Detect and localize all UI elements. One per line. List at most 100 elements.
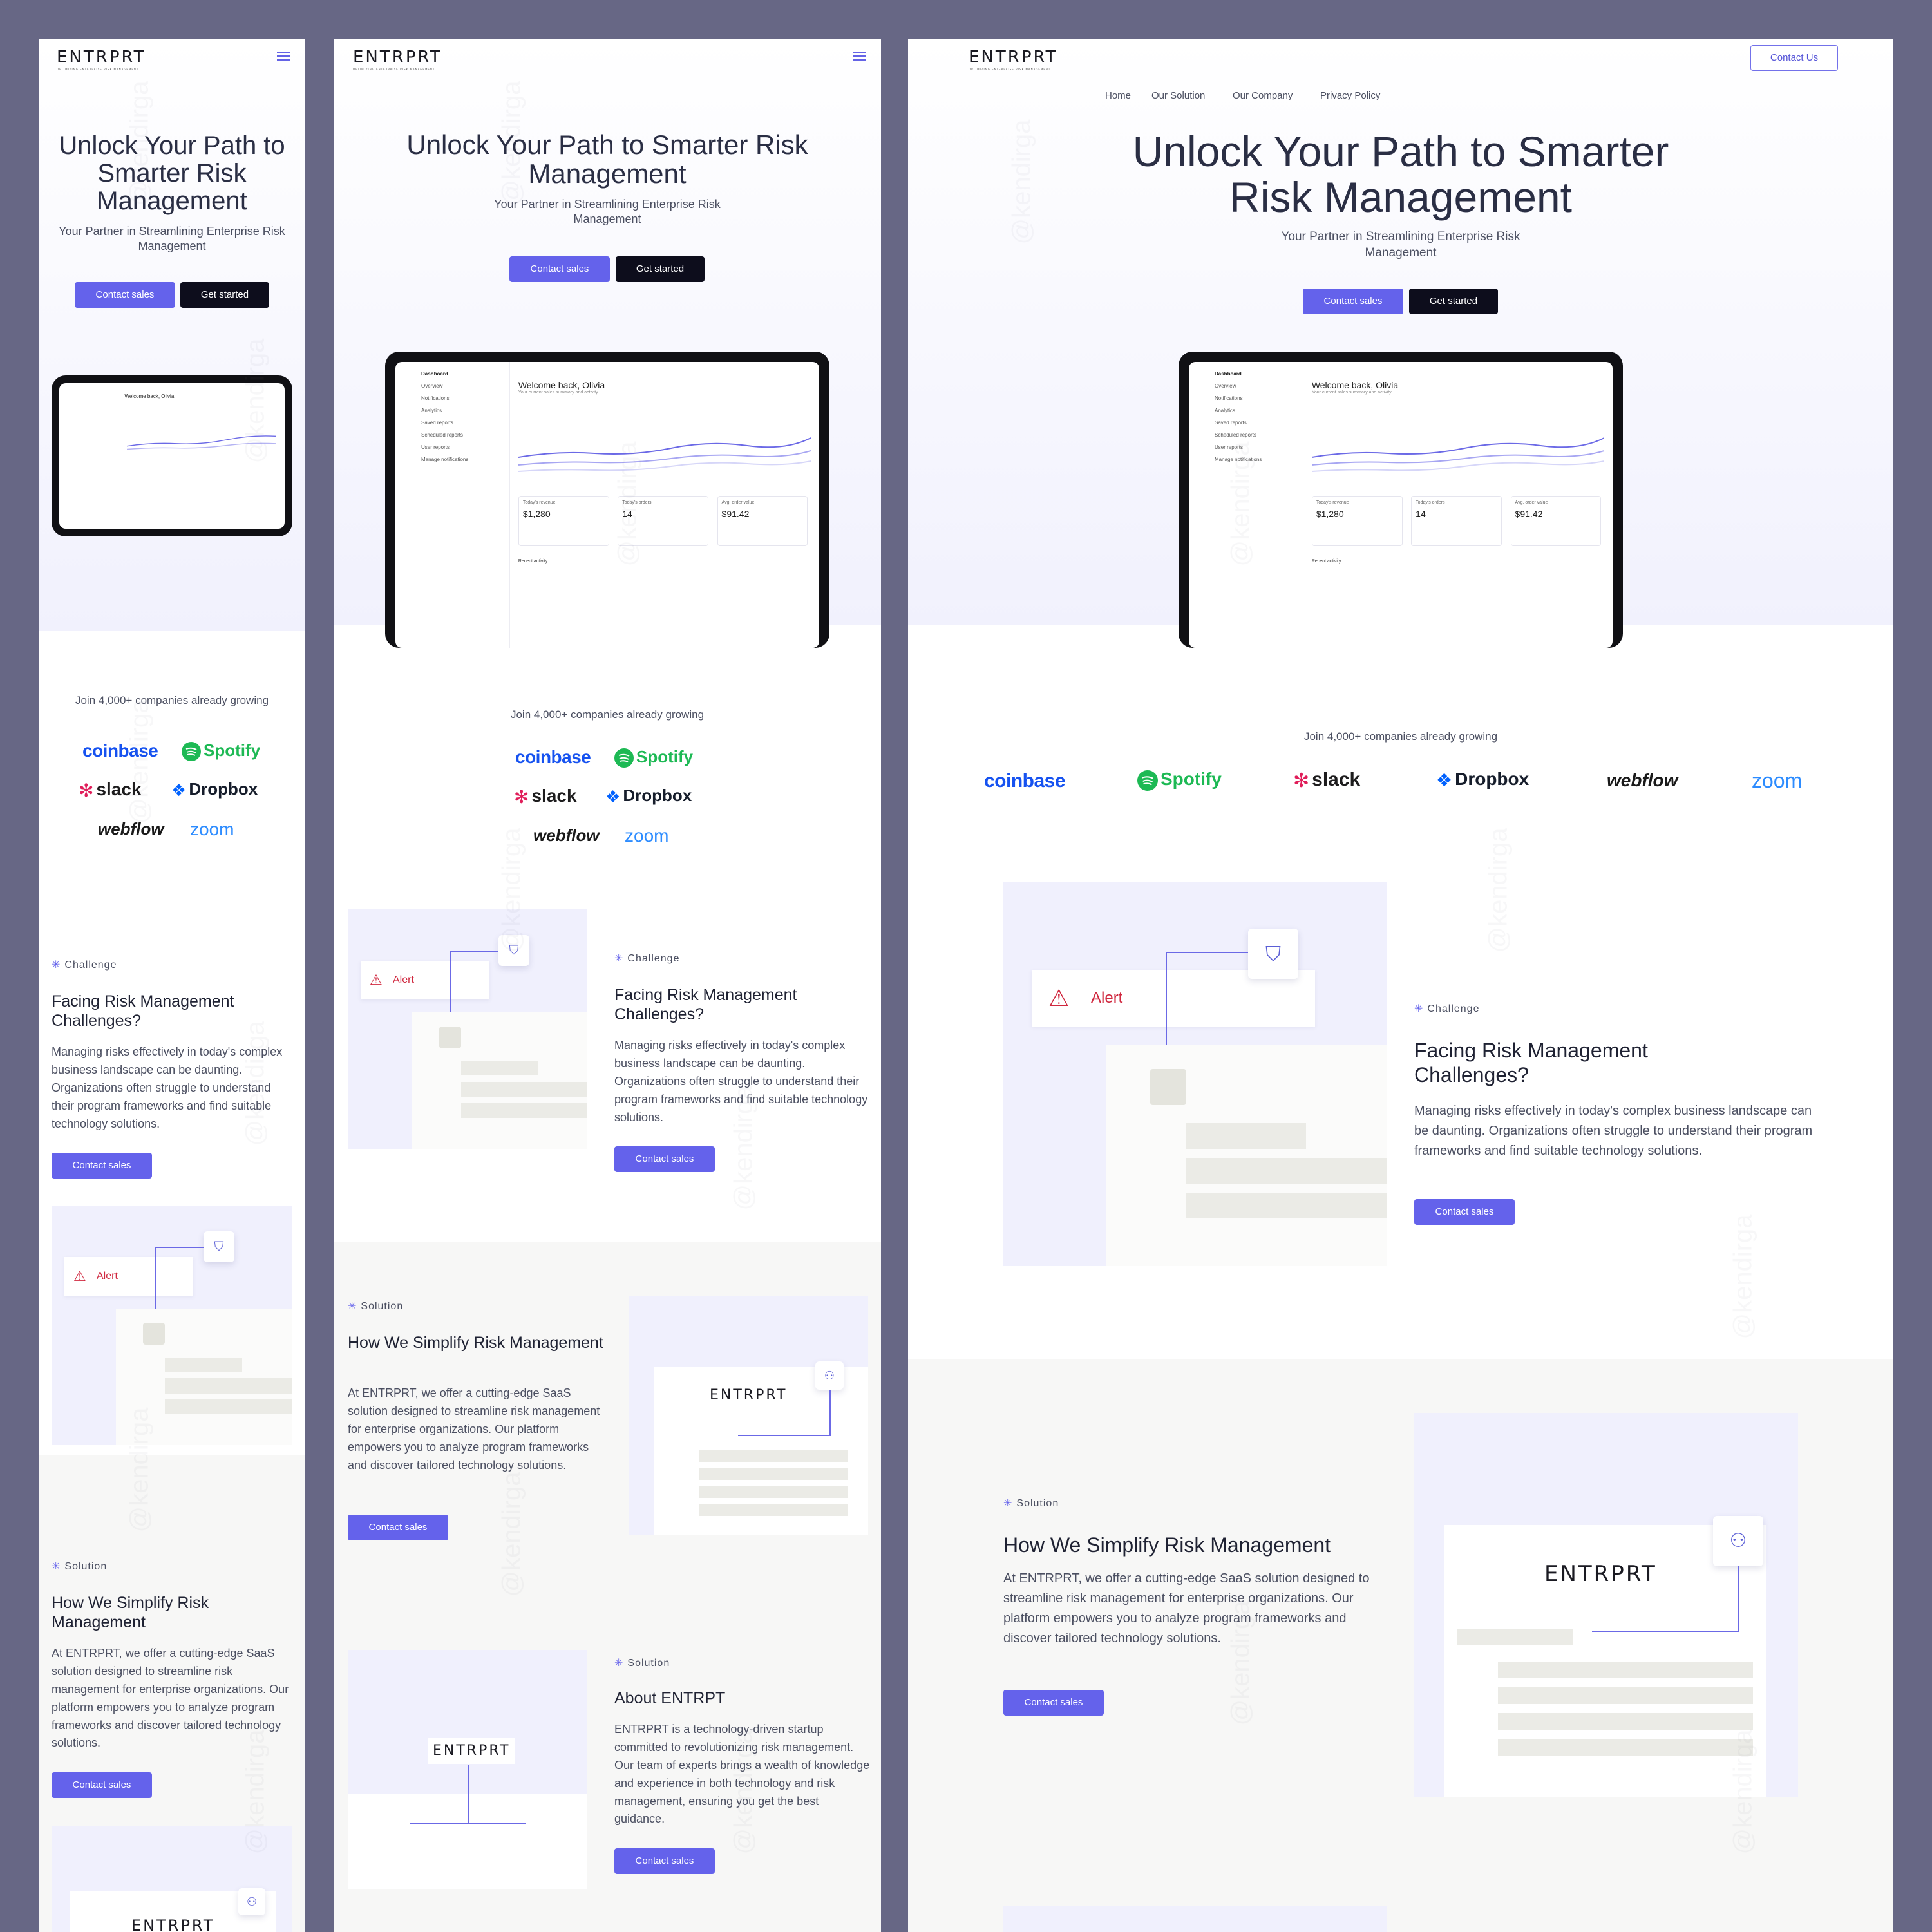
dashboard-preview: Dashboard Overview Notifications Analyti… [385,352,829,648]
solution-tag: ✳Solution [52,1561,108,1572]
alert-card: ⚠Alert [64,1257,193,1296]
contact-sales-button[interactable]: Contact sales [1303,289,1403,314]
watermark-text: @kendirga [1728,1214,1757,1340]
entrprt-card-logo: ENTRPRT [710,1387,788,1403]
hero-title: Unlock Your Path to Smarter Risk Managem… [406,129,808,189]
entrprt-card-logo: ENTRPRT [131,1917,215,1932]
about-contact-button[interactable]: Contact sales [614,1848,715,1874]
solution-illustration: ENTRPRT ⚇ [629,1296,868,1535]
challenge-contact-button[interactable]: Contact sales [52,1153,152,1179]
challenge-contact-button[interactable]: Contact sales [1414,1199,1515,1225]
challenge-contact-button[interactable]: Contact sales [614,1146,715,1172]
line-chart [127,435,276,450]
dropbox-logo: ❖Dropbox [171,779,258,800]
entrprt-card-logo: ENTRPRT [428,1738,516,1764]
slack-logo: ✻slack [514,786,577,808]
watermark-text: @kendirga [1484,828,1513,953]
nav-company[interactable]: Our Company [1233,90,1293,101]
logos-title: Join 4,000+ companies already growing [75,694,269,706]
challenge-title: Facing Risk Management Challenges? [1414,1039,1648,1087]
menu-icon[interactable] [277,52,290,61]
watermark-text: @kendirga [125,699,154,824]
network-icon: ⚇ [815,1361,844,1390]
kpi-revenue: Today's revenue$1,280 [518,496,609,546]
coinbase-logo: coinbase [515,747,591,767]
dashboard-sidebar: Dashboard Overview Notifications Analyti… [1189,362,1303,648]
challenge-body: Managing risks effectively in today's co… [1414,1104,1813,1158]
webflow-logo: webflow [98,819,164,838]
watermark-text: @kendirga [1226,441,1255,567]
dashboard-preview: Dashboard Overview Notifications Analyti… [1179,352,1623,648]
dropbox-logo: ❖Dropbox [605,786,692,806]
spotify-logo: Spotify [1137,769,1222,791]
contact-sales-button[interactable]: Contact sales [509,256,610,282]
kpi-revenue: Today's revenue$1,280 [1311,496,1403,546]
challenge-tag: ✳Challenge [52,960,117,971]
challenge-title: Facing Risk Management Challenges? [52,992,234,1030]
logos-title: Join 4,000+ companies already growing [1303,730,1498,743]
kpi-avg-order: Avg. order value$91.42 [1510,496,1602,546]
about-body: ENTRPRT is a technology-driven startup c… [614,1723,870,1826]
contact-us-button[interactable]: Contact Us [1750,45,1838,71]
entrprt-card-logo: ENTRPRT [1544,1561,1657,1587]
challenge-tag: ✳Challenge [1414,1003,1480,1014]
kpi-avg-order: Avg. order value$91.42 [717,496,808,546]
solution-title: How We Simplify Risk Management [1003,1533,1331,1557]
warning-icon: ⚠ [1048,985,1070,1011]
about-illustration: ENTRPRT [348,1650,587,1889]
nav-privacy[interactable]: Privacy Policy [1320,90,1381,101]
watermark-text: @kendirga [241,1729,270,1855]
network-icon: ⚇ [238,1888,265,1915]
contact-sales-button[interactable]: Contact sales [75,282,175,308]
watermark-text: @kendirga [241,1021,270,1146]
watermark-text: @kendirga [1728,1729,1757,1855]
watermark-text: @kendirga [1226,1600,1255,1726]
shield-icon: ⛉ [498,935,529,966]
solution-illustration: ENTRPRT ⚇ [52,1826,292,1932]
alert-card: ⚠Alert [361,961,489,999]
dashboard-sidebar: Dashboard Overview Notifications Analyti… [395,362,510,648]
zoom-logo: zoom [1752,769,1803,792]
get-started-button[interactable]: Get started [180,282,269,308]
solution-body: At ENTRPRT, we offer a cutting-edge SaaS… [52,1647,289,1750]
alert-card: ⚠Alert [1032,970,1315,1027]
watermark-text: @kendirga [241,338,270,464]
about-tag: ✳Solution [614,1658,670,1669]
coinbase-logo: coinbase [984,770,1066,791]
challenge-tag: ✳Challenge [614,953,680,964]
hero-subtitle: Your Partner in Streamlining Enterprise … [494,198,721,226]
warning-icon: ⚠ [73,1268,86,1284]
solution-title: How We Simplify Risk Management [52,1594,209,1631]
alert-illustration: ⚠Alert ⛉ [52,1206,292,1445]
solution-contact-button[interactable]: Contact sales [1003,1690,1104,1716]
watermark-text: @kendirga [729,1729,758,1855]
about-title: About ENTRPT [614,1689,726,1707]
slack-logo: ✻slack [1293,769,1361,791]
watermark-text: @kendirga [125,1407,154,1533]
dashboard-main: Welcome back, Olivia Your current sales … [518,362,811,648]
hero-title: Unlock Your Path to Smarter Risk Managem… [59,131,285,216]
watermark-text: @kendirga [497,80,526,206]
nav-solution[interactable]: Our Solution [1151,90,1206,101]
get-started-button[interactable]: Get started [1409,289,1498,314]
challenge-body: Managing risks effectively in today's co… [614,1039,868,1124]
dashboard-preview: Welcome back, Olivia [52,375,292,536]
solution-illustration: ENTRPRT ⚇ [1414,1413,1798,1797]
dropbox-logo: ❖Dropbox [1436,769,1530,791]
solution-contact-button[interactable]: Contact sales [52,1772,152,1798]
hero-subtitle: Your Partner in Streamlining Enterprise … [1281,230,1520,260]
dashboard-main: Welcome back, Olivia Your current sales … [1311,362,1604,648]
warning-icon: ⚠ [370,972,383,988]
solution-body: At ENTRPRT, we offer a cutting-edge SaaS… [348,1387,600,1472]
menu-icon[interactable] [853,52,866,61]
line-chart [518,437,811,472]
get-started-button[interactable]: Get started [616,256,705,282]
nav-home[interactable]: Home [1105,90,1132,101]
solution-contact-button[interactable]: Contact sales [348,1515,448,1540]
